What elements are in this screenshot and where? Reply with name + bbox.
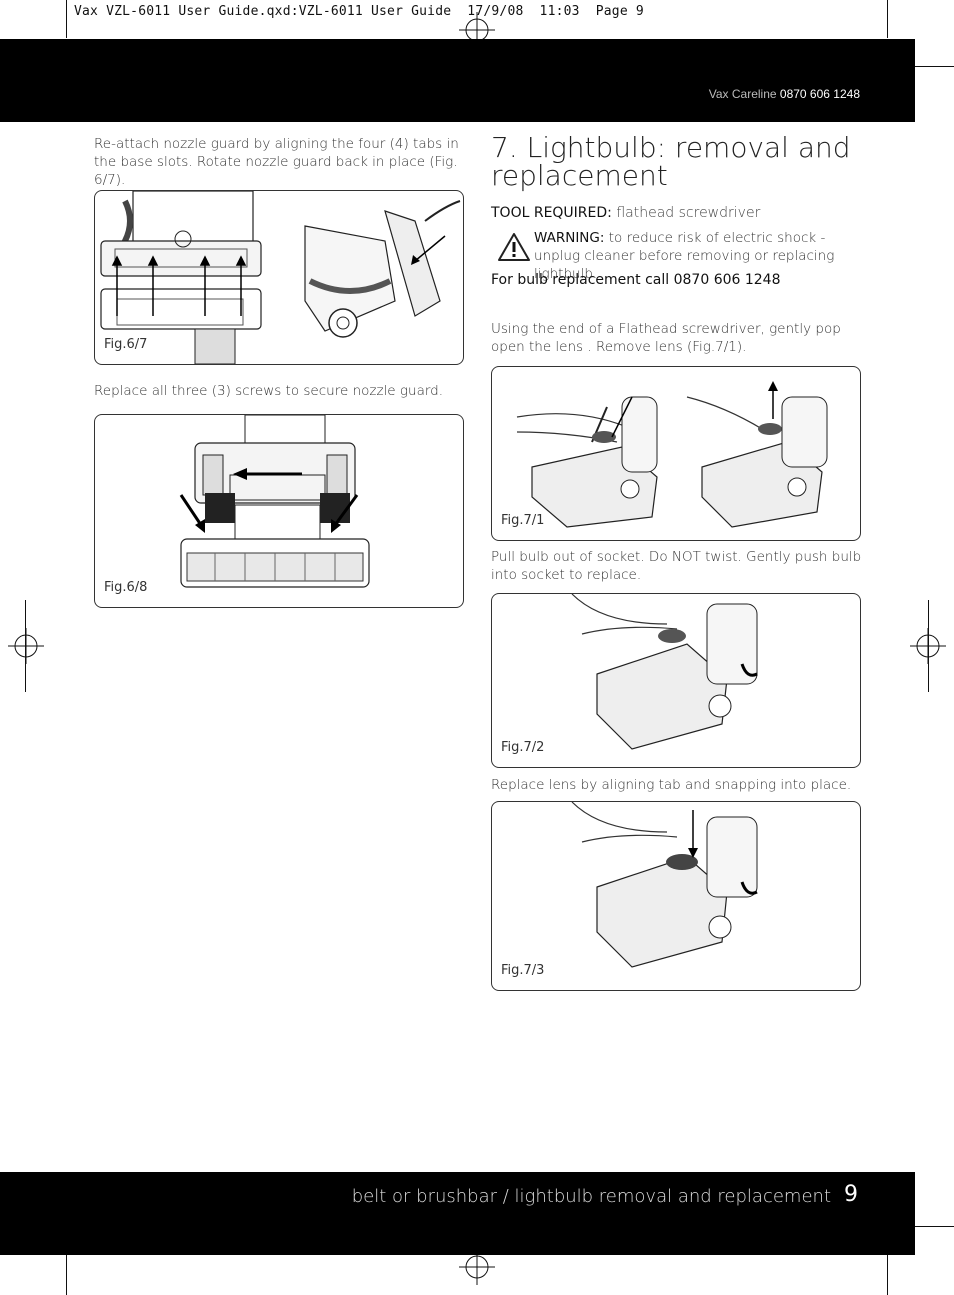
warning-triangle-icon (498, 233, 530, 261)
nozzle-guard-instruction: Re-attach nozzle guard by aligning the f… (94, 136, 459, 188)
figure-caption: Fig.7/3 (501, 963, 545, 978)
warning-message: WARNING: to reduce risk of electric shoc… (534, 229, 864, 283)
section-title: 7. Lightbulb: removal and replacement (491, 131, 851, 192)
figure-7-1: Fig.7/1 (491, 366, 861, 541)
warning-label: WARNING: (534, 230, 605, 246)
registration-mark-icon (8, 628, 44, 664)
lens-removal-instruction: Using the end of a Flathead screwdriver,… (491, 321, 841, 355)
crop-mark (915, 66, 954, 67)
crop-mark (66, 1255, 67, 1295)
screws-illustration (179, 415, 370, 588)
warning-text: to reduce risk of electric shock - unplu… (534, 230, 835, 282)
bulb-pull-instruction: Pull bulb out of socket. Do NOT twist. G… (491, 549, 862, 583)
crop-mark (887, 1255, 888, 1295)
registration-mark-icon (910, 628, 946, 664)
careline: Vax Careline 0870 606 1248 (709, 87, 860, 101)
careline-label: Vax Careline (708, 87, 777, 101)
footer-bar: belt or brushbar / lightbulb removal and… (0, 1172, 915, 1255)
footer-title: belt or brushbar / lightbulb removal and… (351, 1186, 831, 1207)
print-slug: Vax VZL-6011 User Guide.qxd:VZL-6011 Use… (74, 4, 644, 19)
bulb-pull-illustration (571, 594, 758, 750)
crop-mark (887, 0, 888, 38)
figure-caption: Fig.7/2 (501, 740, 545, 755)
header-bar: Vax Careline 0870 606 1248 (0, 39, 915, 122)
figure-7-3: Fig.7/3 (491, 801, 861, 991)
careline-number: 0870 606 1248 (779, 87, 860, 101)
figure-6-8: Fig.6/8 (94, 414, 464, 608)
figure-caption: Fig.6/8 (104, 580, 148, 595)
screws-instruction: Replace all three (3) screws to secure n… (94, 383, 444, 399)
figure-caption: Fig.6/7 (104, 337, 148, 352)
registration-mark-icon (459, 1249, 495, 1285)
lens-removal-illustration (516, 381, 828, 528)
figure-caption: Fig.7/1 (501, 513, 545, 528)
lens-replace-illustration (571, 802, 758, 968)
bulb-replacement-call: For bulb replacement call 0870 606 1248 (491, 272, 781, 288)
tool-value: flathead screwdriver (616, 205, 761, 221)
figure-6-7: Fig.6/7 (94, 190, 464, 365)
page-number: 9 (844, 1182, 858, 1207)
crop-mark (915, 1226, 954, 1227)
crop-mark (66, 0, 67, 38)
tool-required: TOOL REQUIRED: flathead screwdriver (491, 205, 760, 221)
tool-label: TOOL REQUIRED: (491, 205, 612, 221)
nozzle-guard-illustration (100, 191, 461, 364)
figure-7-2: Fig.7/2 (491, 593, 861, 768)
lens-replace-instruction: Replace lens by aligning tab and snappin… (491, 777, 852, 793)
